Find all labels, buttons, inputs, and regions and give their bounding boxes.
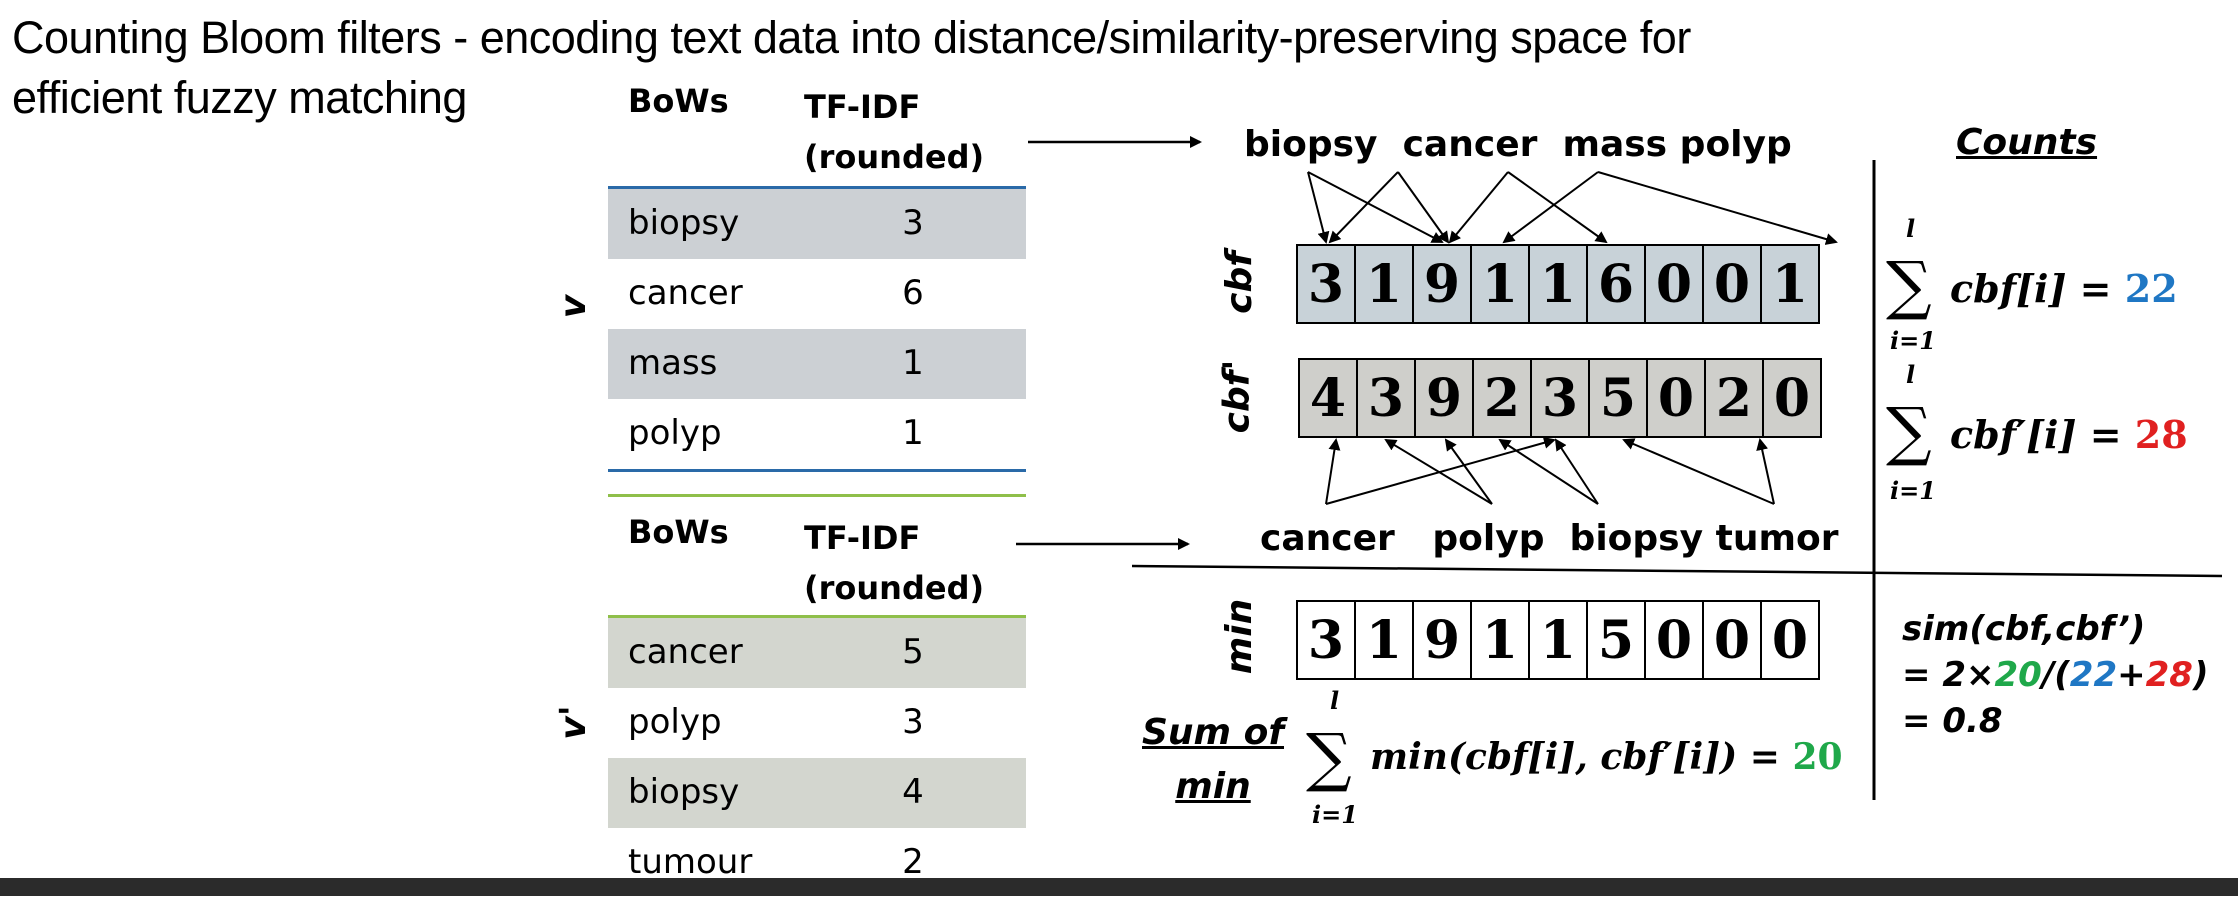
similarity-formula: sim(cbf,cbf’) = 2×20/(22+28) = 0.8 xyxy=(1902,609,2209,741)
cbf-cells: 3 1 9 1 1 6 0 0 1 xyxy=(1296,244,1820,324)
table-v-bottom-rule xyxy=(608,469,1026,472)
min-cell: 9 xyxy=(1412,600,1472,680)
cbf-prime-words: cancer polyp biopsy tumor xyxy=(1260,518,1839,559)
page-title: Counting Bloom filters - encoding text d… xyxy=(12,8,1691,128)
counts-heading: Counts xyxy=(1956,122,2098,163)
cbf-cell: 9 xyxy=(1412,244,1472,324)
cbf-prime-cell: 4 xyxy=(1298,358,1358,438)
cbf-prime-cell: 2 xyxy=(1704,358,1764,438)
min-cell: 1 xyxy=(1354,600,1414,680)
header-tfidf: TF-IDF(rounded) xyxy=(804,519,985,607)
cbf-prime-cell: 5 xyxy=(1588,358,1648,438)
cbf-prime-cell: 3 xyxy=(1356,358,1416,438)
cbf-prime-cell: 0 xyxy=(1646,358,1706,438)
sigma-icon: ∑ xyxy=(1886,249,1932,323)
title-line-1: Counting Bloom filters - encoding text d… xyxy=(12,12,1691,63)
cbf-prime-cell: 3 xyxy=(1530,358,1590,438)
table-v-prime-header: BoWs TF-IDF(rounded) xyxy=(608,497,1026,615)
min-cell: 0 xyxy=(1644,600,1704,680)
table-v-header: BoWs TF-IDF(rounded) xyxy=(608,66,1026,186)
cbf-cell: 1 xyxy=(1470,244,1530,324)
label-cbf: cbf xyxy=(1218,251,1260,314)
cbf-cell: 6 xyxy=(1586,244,1646,324)
cbf-words: biopsy cancer mass polyp xyxy=(1244,124,1792,165)
header-bows: BoWs xyxy=(628,513,729,551)
sum-of-min-label: Sum of min xyxy=(1142,712,1284,807)
cbf-prime-cell: 0 xyxy=(1762,358,1822,438)
divider-horizontal xyxy=(1131,564,2223,578)
label-min: min xyxy=(1219,598,1261,675)
min-cell: 1 xyxy=(1528,600,1588,680)
cbf-cell: 0 xyxy=(1644,244,1704,324)
table-v-prime-top-rule xyxy=(608,494,1026,497)
cbf-hash-arrows xyxy=(1307,171,1838,245)
table-v-header-rule xyxy=(608,186,1026,189)
min-cell: 0 xyxy=(1702,600,1762,680)
sigma-icon: ∑ xyxy=(1886,395,1932,469)
min-cell: 0 xyxy=(1760,600,1820,680)
label-cbf-prime: cbf' xyxy=(1216,359,1258,434)
cbf-cell: 3 xyxy=(1296,244,1356,324)
min-cell: 5 xyxy=(1586,600,1646,680)
table-v-prime-header-rule xyxy=(608,615,1026,618)
min-cell: 1 xyxy=(1470,600,1530,680)
header-tfidf: TF-IDF(rounded) xyxy=(804,88,985,176)
cbf-cell: 1 xyxy=(1354,244,1414,324)
cbf-cell: 1 xyxy=(1528,244,1588,324)
cbf-prime-cells: 4 3 9 2 3 5 0 2 0 xyxy=(1298,358,1822,438)
title-line-2: efficient fuzzy matching xyxy=(12,72,467,123)
bottom-bar xyxy=(0,878,2238,896)
cbf-cell: 0 xyxy=(1702,244,1762,324)
min-cell: 3 xyxy=(1296,600,1356,680)
min-cells: 3 1 9 1 1 5 0 0 0 xyxy=(1296,600,1820,680)
sigma-icon: ∑ xyxy=(1306,721,1352,795)
cbf-prime-hash-arrows xyxy=(1325,436,1775,505)
header-bows: BoWs xyxy=(628,82,729,120)
cbf-prime-cell: 2 xyxy=(1472,358,1532,438)
cbf-prime-cell: 9 xyxy=(1414,358,1474,438)
cbf-cell: 1 xyxy=(1760,244,1820,324)
